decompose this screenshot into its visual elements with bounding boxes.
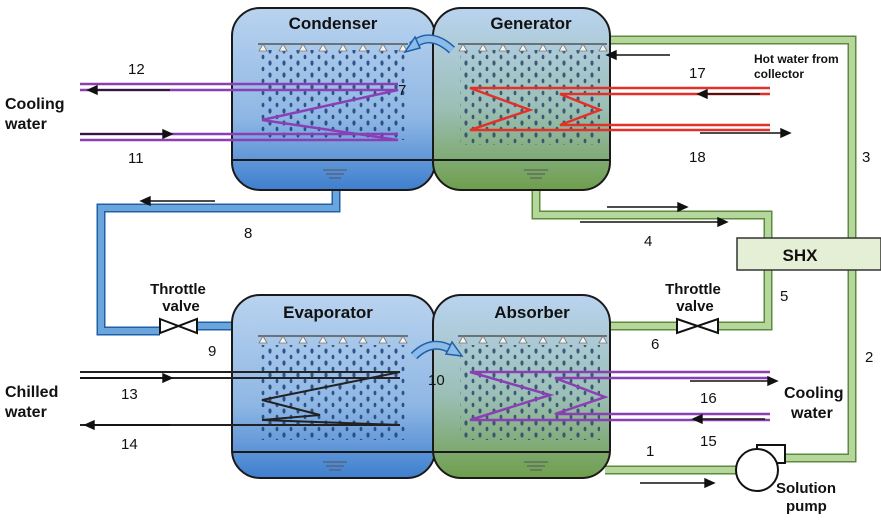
stream-number-6: 6 <box>651 336 659 353</box>
stream-number-11: 11 <box>128 150 144 167</box>
cooling-water-right-label-2: water <box>790 405 833 422</box>
cooling-water-left-label-1: Cooling <box>5 96 65 113</box>
stream-number-5: 5 <box>780 288 788 305</box>
throttle-valve-right-icon <box>676 317 719 335</box>
shx-box <box>736 237 881 271</box>
stream-number-18: 18 <box>689 149 706 166</box>
pipe-8 <box>96 190 341 336</box>
pipe-4 <box>531 190 773 238</box>
stream-number-7: 7 <box>398 82 406 99</box>
absorber-coil <box>469 370 770 422</box>
pipe-2 <box>783 270 857 463</box>
stream-number-16: 16 <box>700 390 717 407</box>
evaporator-title: Evaporator <box>283 303 373 322</box>
stream-number-9: 9 <box>208 343 216 360</box>
cooling-water-left-label-2: water <box>4 116 47 133</box>
stream-number-2: 2 <box>865 349 873 366</box>
stream-number-15: 15 <box>700 433 717 450</box>
stream-number-12: 12 <box>128 61 145 78</box>
chilled-water-label-2: water <box>4 404 47 421</box>
stream-number-10: 10 <box>428 372 445 389</box>
solution-pump-label-2: pump <box>786 498 827 515</box>
pipe-3 <box>607 35 857 238</box>
throttle-right-label-1: Throttle <box>665 281 721 298</box>
cooling-water-right-label-1: Cooling <box>784 385 844 402</box>
throttle-right-label-2: valve <box>676 298 714 315</box>
stream-number-4: 4 <box>644 233 652 250</box>
vapor-arrow-10 <box>410 340 464 360</box>
generator-coil <box>469 86 770 132</box>
vapor-arrow-7 <box>403 34 456 54</box>
throttle-left-label-2: valve <box>162 298 200 315</box>
stream-number-1: 1 <box>646 443 654 460</box>
hot-water-label-2: collector <box>754 67 804 81</box>
shx-label: SHX <box>783 246 819 265</box>
chilled-water-label-1: Chilled <box>5 384 58 401</box>
condenser-title: Condenser <box>289 14 378 33</box>
throttle-valve-left-icon <box>159 317 198 335</box>
throttle-left-label-1: Throttle <box>150 281 206 298</box>
generator-vessel <box>432 7 611 191</box>
stream-number-3: 3 <box>862 149 870 166</box>
pipe-5 <box>607 270 773 331</box>
stream-number-8: 8 <box>244 225 252 242</box>
stream-number-13: 13 <box>121 386 138 403</box>
flow-arrows <box>80 49 792 489</box>
solution-pump-label-1: Solution <box>776 480 836 497</box>
stream-number-14: 14 <box>121 436 138 453</box>
solution-pump-icon <box>735 444 786 492</box>
condenser-vessel <box>231 7 436 191</box>
generator-title: Generator <box>490 14 572 33</box>
absorber-title: Absorber <box>494 303 570 322</box>
stream-number-17: 17 <box>689 65 706 82</box>
hot-water-label-1: Hot water from <box>754 52 839 66</box>
